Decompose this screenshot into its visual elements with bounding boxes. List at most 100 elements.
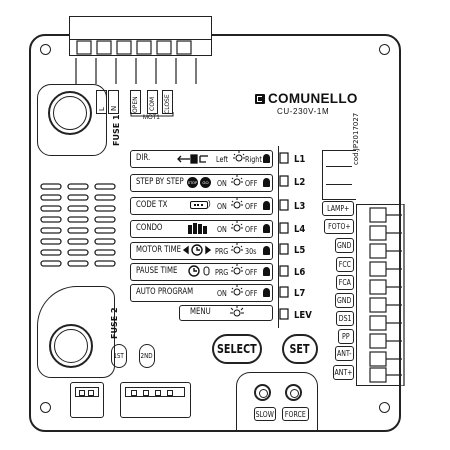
building-icon (188, 223, 207, 234)
step-opt-on: ON (217, 179, 227, 188)
terminal-tag-lamp: LAMP+ (322, 201, 354, 216)
menu-row-pause-time (130, 263, 273, 281)
first-button[interactable]: 1ST (111, 344, 127, 368)
pause-time-opt-off: OFF (245, 268, 258, 277)
terminal-screw-icons (76, 40, 192, 55)
menu-row-dir-label: DIR. (136, 153, 151, 163)
led-icon (263, 246, 270, 255)
fuse2-cap[interactable] (49, 324, 93, 368)
toggle-indicator-icon (231, 285, 243, 296)
trimmer-panel (236, 372, 318, 430)
bottom-connector-small[interactable] (70, 382, 104, 418)
terminal-tag-pp: PP (338, 329, 354, 344)
top-terminal-block[interactable] (69, 16, 212, 56)
motor-time-opt-30s: 30s (245, 247, 257, 256)
led-label-l1: L1 (294, 154, 306, 165)
direction-arrows-icon (177, 154, 208, 164)
remote-icon (190, 201, 208, 209)
menu-row-step-label: STEP BY STEP (136, 177, 184, 187)
stop-icon: STOP (187, 177, 198, 188)
terminal-tag-fca: FCA (336, 275, 354, 290)
menu-label: MENU (190, 307, 211, 317)
terminal-label-open: OPEN (130, 90, 141, 114)
mot1-label: MOT1 (143, 115, 160, 121)
toggle-indicator-icon (231, 175, 243, 186)
led-label-l2: L2 (294, 177, 306, 188)
terminal-tag-ant-minus: ANT- (335, 346, 354, 361)
code-tx-opt-off: OFF (245, 202, 258, 211)
code-tx-opt-on: ON (217, 202, 227, 211)
brand-logo-icon (255, 94, 265, 104)
menu-led-icon (230, 305, 244, 317)
slow-trimmer[interactable] (254, 384, 271, 401)
led-markers (279, 152, 289, 320)
menu-row-code-tx-label: CODE TX (136, 200, 168, 210)
auto-program-opt-off: OFF (245, 289, 258, 298)
auto-program-opt-on: ON (217, 289, 227, 298)
set-button-label: SET (289, 342, 311, 356)
force-trimmer[interactable] (285, 384, 302, 401)
motor-clock-icon (183, 244, 212, 256)
menu-row-dir (130, 150, 273, 168)
dir-opt-right: Right (245, 155, 262, 164)
second-button-label: 2ND (140, 352, 154, 360)
fuse1-holder (37, 84, 107, 156)
led-icon (263, 154, 270, 163)
terminal-tag-foto: FOTO+ (324, 219, 354, 234)
menu-row-code-tx (130, 197, 273, 215)
menu-row-motor-time-label: MOTOR TIME (136, 245, 182, 255)
top-terminal-screws (74, 40, 210, 56)
pause-clock-icon (188, 265, 210, 277)
led-label-l6: L6 (294, 267, 306, 278)
terminal-tag-fcc: FCC (336, 257, 354, 272)
mount-hole-top-right (379, 44, 390, 55)
model-number: CU-230V-1M (277, 107, 330, 116)
terminal-tag-ant-plus: ANT+ (333, 365, 354, 380)
pause-time-opt-prg: PRG (215, 268, 229, 277)
fuse1-label: FUSE 1 (112, 114, 121, 146)
toggle-indicator-icon (231, 264, 243, 275)
set-button[interactable]: SET (282, 334, 318, 364)
signal-icon: ) (208, 199, 211, 208)
mount-hole-bottom-left (40, 402, 51, 413)
terminal-tag-ds1: DS1 (336, 311, 354, 326)
fuse1-cap[interactable] (48, 91, 92, 135)
second-button[interactable]: 2ND (139, 344, 155, 368)
right-label-panel (322, 150, 356, 200)
terminal-tag-gnd-1: GND (335, 238, 354, 253)
led-icon (263, 178, 270, 187)
terminal-tag-gnd-2: GND (335, 293, 354, 308)
menu-row-condo-label: CONDO (136, 223, 163, 233)
toggle-indicator-icon (231, 198, 243, 209)
menu-row-auto-program (130, 284, 273, 302)
condo-opt-off: OFF (245, 225, 258, 234)
toggle-indicator-icon (231, 243, 243, 254)
mount-hole-top-left (40, 44, 51, 55)
led-icon (263, 288, 270, 297)
led-strip (278, 146, 293, 328)
right-terminal-block[interactable] (356, 204, 400, 386)
terminal-label-N: N (108, 90, 119, 114)
led-label-l5: L5 (294, 245, 306, 256)
fuse2-label: FUSE 2 (110, 307, 119, 339)
top-terminal-tabs (70, 58, 210, 88)
led-label-lev: LEV (294, 310, 312, 321)
force-label: FORCE (282, 407, 309, 421)
mot-bracket (130, 112, 174, 117)
bottom-connector-large[interactable] (120, 382, 191, 418)
right-terminal-screws (369, 204, 405, 386)
vent-slots (40, 183, 116, 267)
led-icon (263, 201, 270, 210)
fuse2-holder (37, 286, 115, 378)
select-button[interactable]: SELECT (212, 334, 262, 364)
dir-opt-left: Left (216, 155, 229, 164)
slow-label: SLOW (254, 407, 276, 421)
terminal-label-close: CLOSE (162, 90, 173, 114)
step-opt-off: OFF (245, 179, 258, 188)
led-label-l7: L7 (294, 288, 306, 299)
first-button-label: 1ST (113, 352, 125, 360)
motor-time-opt-prg: PRG (215, 247, 229, 256)
toggle-indicator-icon (233, 151, 245, 162)
menu-row-auto-program-label: AUTO PROGRAM (136, 287, 194, 297)
led-icon (263, 224, 270, 233)
